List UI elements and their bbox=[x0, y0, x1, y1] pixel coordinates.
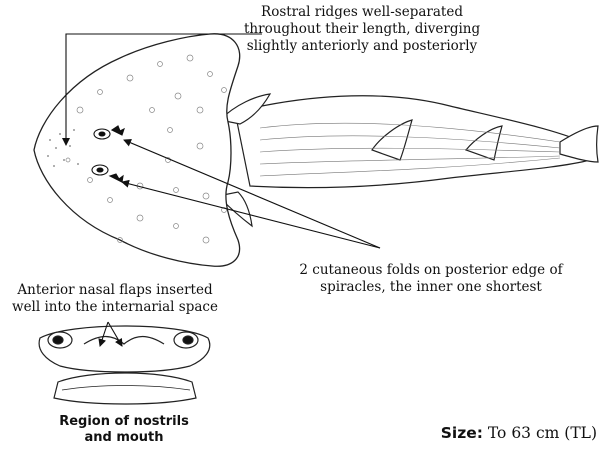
nasal-line-2: well into the internarial space bbox=[8, 299, 222, 316]
ray-disc bbox=[34, 34, 240, 266]
rostral-line-3: slightly anteriorly and posteriorly bbox=[244, 38, 480, 55]
inset-caption: Region of nostrils and mouth bbox=[40, 414, 208, 446]
inset-caption-line-2: and mouth bbox=[40, 430, 208, 446]
nasal-line-1: Anterior nasal flaps inserted bbox=[8, 282, 222, 299]
nasal-flaps-label: Anterior nasal flaps inserted well into … bbox=[8, 282, 222, 316]
rostral-line-1: Rostral ridges well-separated bbox=[244, 4, 480, 21]
folds-line-2: spiracles, the inner one shortest bbox=[298, 279, 564, 296]
nostril-mouth-inset bbox=[39, 326, 210, 404]
cutaneous-folds-label: 2 cutaneous folds on posterior edge of s… bbox=[298, 262, 564, 296]
size-label: Size: bbox=[441, 424, 483, 442]
rostral-line-2: throughout their length, diverging bbox=[244, 21, 480, 38]
folds-line-1: 2 cutaneous folds on posterior edge of bbox=[298, 262, 564, 279]
size-value: To 63 cm (TL) bbox=[488, 424, 597, 442]
inset-caption-line-1: Region of nostrils bbox=[40, 414, 208, 430]
size-note: Size: To 63 cm (TL) bbox=[441, 424, 597, 442]
rostral-ridges-label: Rostral ridges well-separated throughout… bbox=[244, 4, 480, 55]
